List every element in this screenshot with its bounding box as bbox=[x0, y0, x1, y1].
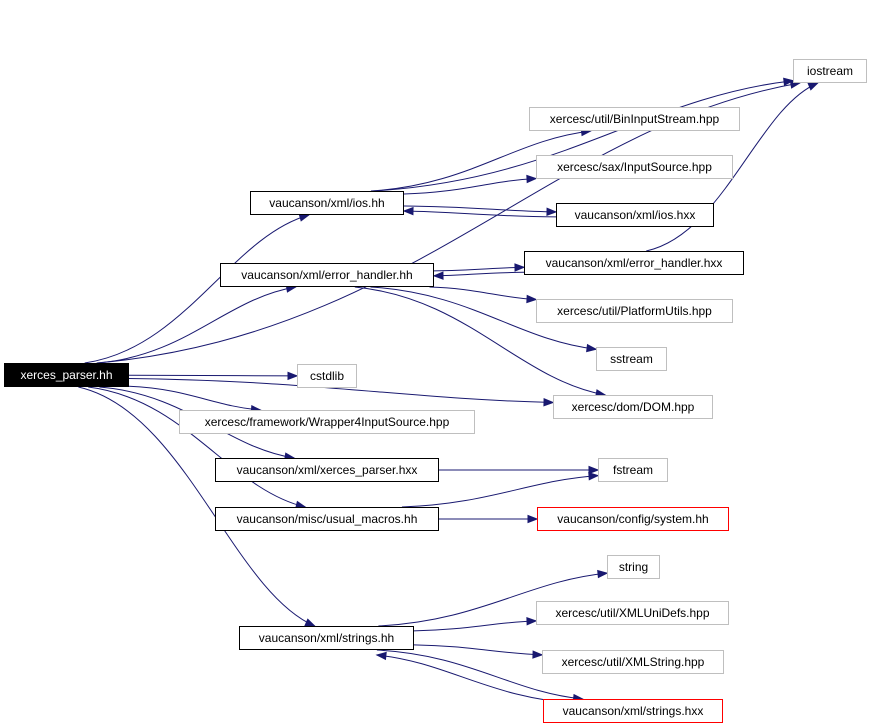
arrowhead-error_handler_hxx-to-error_handler_hh bbox=[432, 271, 444, 280]
node-bininputstream-hpp: xercesc/util/BinInputStream.hpp bbox=[529, 107, 740, 131]
arrowhead-ios_hxx-to-ios_hh bbox=[402, 206, 414, 216]
edge-error_handler_hh-to-platformutils bbox=[429, 286, 537, 300]
arrowhead-xerces_parser_hh-to-dom bbox=[543, 398, 555, 407]
node-xmlunidefs-hpp: xercesc/util/XMLUniDefs.hpp bbox=[536, 601, 729, 625]
node-cstdlib: cstdlib bbox=[297, 364, 357, 388]
node-system-hh: vaucanson/config/system.hh bbox=[537, 507, 729, 531]
edge-error_handler_hxx-to-iostream bbox=[646, 82, 818, 252]
edge-xerces_parser_hh-to-ios_hh bbox=[84, 214, 309, 364]
edge-usual_macros-to-fstream bbox=[401, 475, 599, 508]
edge-strings_hh-to-strings_hxx bbox=[376, 649, 583, 700]
edge-strings_hh-to-string bbox=[378, 572, 608, 627]
node-inputsource-hpp: xercesc/sax/InputSource.hpp bbox=[536, 155, 733, 179]
arrowhead-usual_macros-to-fstream bbox=[588, 472, 600, 481]
arrowhead-ios_hh-to-iostream bbox=[783, 77, 795, 86]
arrowhead-error_handler_hh-to-error_handler_hxx bbox=[514, 263, 526, 272]
node-sstream: sstream bbox=[596, 347, 667, 371]
edge-ios_hh-to-inputsource bbox=[403, 178, 537, 195]
node-dom-hpp: xercesc/dom/DOM.hpp bbox=[553, 395, 713, 419]
arrowhead-strings_hh-to-xmlstring bbox=[532, 650, 544, 659]
node-wrapper4inputsource-hpp: xercesc/framework/Wrapper4InputSource.hp… bbox=[179, 410, 475, 434]
arrowhead-xerces_parser_hh-to-ios_hh bbox=[298, 213, 311, 222]
arrowhead-xerces_parser_hh-to-cstdlib bbox=[287, 371, 299, 381]
node-xerces-parser-hh: xerces_parser.hh bbox=[4, 363, 129, 387]
edge-xerces_parser_hh-to-cstdlib bbox=[128, 374, 298, 377]
edge-xerces_parser_hh-to-error_handler_hh bbox=[97, 286, 296, 364]
node-ios-hxx[interactable]: vaucanson/xml/ios.hxx bbox=[556, 203, 714, 227]
node-fstream: fstream bbox=[598, 458, 668, 482]
arrowhead-error_handler_hxx-to-iostream bbox=[807, 82, 820, 91]
arrowhead-ios_hh-to-ios_hxx bbox=[546, 207, 558, 216]
node-strings-hh[interactable]: vaucanson/xml/strings.hh bbox=[239, 626, 414, 650]
node-error-handler-hxx[interactable]: vaucanson/xml/error_handler.hxx bbox=[524, 251, 744, 275]
edge-error_handler_hxx-to-error_handler_hh bbox=[433, 271, 525, 277]
arrowhead-strings_hxx-to-strings_hh bbox=[375, 651, 387, 661]
node-ios-hh[interactable]: vaucanson/xml/ios.hh bbox=[250, 191, 404, 215]
edge-xerces_parser_hh-to-usual_macros bbox=[88, 386, 306, 508]
arrowhead-strings_hh-to-string bbox=[597, 569, 609, 579]
edge-xerces_parser_hh-to-strings_hh bbox=[78, 386, 315, 627]
edge-ios_hh-to-iostream bbox=[372, 80, 794, 192]
node-platformutils-hpp: xercesc/util/PlatformUtils.hpp bbox=[536, 299, 733, 323]
edge-xerces_parser_hh-to-dom bbox=[128, 378, 554, 403]
arrowhead-strings_hh-to-xmlunidefs bbox=[526, 616, 538, 626]
arrowhead-error_handler_hh-to-sstream bbox=[586, 343, 598, 353]
edge-error_handler_hh-to-dom bbox=[354, 286, 606, 396]
edge-error_handler_hh-to-sstream bbox=[370, 286, 597, 350]
node-xmlstring-hpp: xercesc/util/XMLString.hpp bbox=[542, 650, 724, 674]
node-string: string bbox=[607, 555, 660, 579]
edge-ios_hxx-to-ios_hh bbox=[403, 210, 557, 218]
node-strings-hxx: vaucanson/xml/strings.hxx bbox=[543, 699, 723, 723]
node-usual-macros-hh[interactable]: vaucanson/misc/usual_macros.hh bbox=[215, 507, 439, 531]
arrowhead-xerces_parser_hh-to-strings_hh bbox=[304, 618, 316, 627]
edge-ios_hh-to-bininputstream bbox=[370, 130, 591, 192]
node-iostream: iostream bbox=[793, 59, 867, 83]
edge-error_handler_hh-to-error_handler_hxx bbox=[433, 266, 525, 272]
node-xerces-parser-hxx[interactable]: vaucanson/xml/xerces_parser.hxx bbox=[215, 458, 439, 482]
edge-ios_hh-to-ios_hxx bbox=[403, 205, 557, 213]
node-error-handler-hh[interactable]: vaucanson/xml/error_handler.hh bbox=[220, 263, 434, 287]
edge-strings_hh-to-xmlunidefs bbox=[413, 620, 537, 632]
arrowhead-usual_macros-to-system_hh bbox=[527, 514, 539, 524]
arrowhead-error_handler_hh-to-platformutils bbox=[526, 294, 538, 304]
edge-xerces_parser_hh-to-wrapper4 bbox=[128, 385, 261, 411]
arrowhead-xerces_parser_hxx-to-fstream bbox=[588, 465, 600, 475]
edge-strings_hh-to-xmlstring bbox=[413, 644, 543, 656]
arrowhead-ios_hh-to-inputsource bbox=[526, 174, 538, 184]
